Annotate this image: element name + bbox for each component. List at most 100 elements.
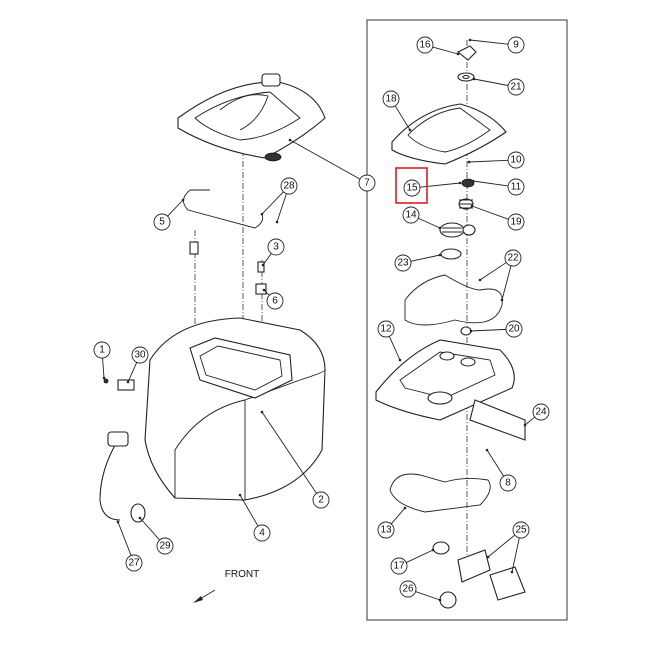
callout-number: 5	[159, 217, 165, 228]
callout-number: 12	[380, 324, 392, 335]
callout-bubble	[358, 174, 376, 192]
callout-bubble	[266, 292, 284, 310]
callout-number: 17	[393, 561, 405, 572]
callout-15: 15	[395, 167, 462, 204]
callout-1: 1	[93, 341, 111, 380]
callout-bubble	[507, 36, 525, 54]
leader-line	[127, 362, 138, 383]
callout-11: 11	[471, 178, 525, 196]
callout-28: 28	[260, 177, 298, 224]
callout-number: 27	[128, 558, 140, 569]
highlight-box	[395, 167, 428, 204]
leader-arrowhead	[438, 253, 442, 257]
leader-line	[479, 262, 507, 281]
callout-30: 30	[126, 346, 149, 384]
leader-arrowhead	[523, 423, 527, 427]
callout-bubble	[93, 341, 111, 359]
leader-arrowhead	[116, 520, 120, 524]
leader-arrowhead	[260, 410, 264, 414]
callout-number: 8	[505, 478, 511, 489]
callout-2: 2	[260, 410, 330, 509]
leader-arrowhead	[510, 570, 514, 574]
leader-arrowhead	[408, 128, 412, 132]
leader-line	[167, 199, 184, 217]
leader-arrowhead	[238, 493, 242, 497]
leader-arrowhead	[126, 380, 130, 384]
callout-number: 3	[273, 242, 279, 253]
callout-number: 25	[515, 525, 527, 536]
leader-arrowhead	[181, 198, 185, 202]
callout-bubble	[403, 179, 421, 197]
leader-line	[410, 254, 441, 262]
leader-line	[470, 328, 507, 332]
leader-line	[102, 357, 105, 379]
leader-arrowhead	[478, 278, 482, 282]
callout-bubble	[504, 249, 522, 267]
leader-arrowhead	[486, 555, 490, 559]
callout-bubble	[153, 213, 171, 231]
leader-arrowhead	[102, 376, 106, 380]
callout-bubble	[267, 238, 285, 256]
leader-line	[472, 180, 509, 187]
leader-arrowhead	[438, 598, 442, 602]
top-cover	[177, 81, 326, 159]
leader-line	[471, 205, 509, 220]
callout-number: 14	[405, 210, 417, 221]
leader-line	[418, 217, 441, 229]
callout-number: 1	[99, 345, 105, 356]
leader-line	[388, 336, 401, 361]
leader-line	[139, 517, 161, 541]
detail-frame	[366, 19, 568, 621]
callout-number: 23	[397, 258, 409, 269]
callout-number: 13	[380, 525, 392, 536]
callout-25: 25	[486, 521, 530, 574]
leader-arrowhead	[398, 358, 402, 362]
callout-number: 22	[507, 253, 519, 264]
leader-arrowhead	[471, 179, 475, 183]
leader-line	[289, 139, 361, 180]
callout-16: 16	[416, 36, 460, 56]
callout-bubble	[507, 151, 525, 169]
callout-5: 5	[153, 198, 185, 231]
leader-line	[390, 507, 406, 525]
leader-arrowhead	[470, 204, 474, 208]
callout-19: 19	[470, 204, 525, 231]
leader-line	[486, 449, 505, 477]
callout-number: 9	[513, 40, 519, 51]
callout-23: 23	[394, 253, 442, 272]
leader-line	[239, 494, 259, 527]
callout-7: 7	[288, 138, 376, 192]
callout-bubble	[499, 474, 517, 492]
callout-bubble	[253, 524, 271, 542]
callout-bubble	[507, 213, 525, 231]
callout-number: 19	[510, 217, 522, 228]
left-assembly: FRONT	[99, 73, 326, 603]
callout-bubble	[512, 521, 530, 539]
leader-arrowhead	[469, 329, 473, 333]
callout-number: 4	[259, 528, 265, 539]
callout-9: 9	[468, 36, 525, 54]
leader-line	[511, 537, 520, 573]
callout-bubble	[394, 254, 412, 272]
callout-26: 26	[399, 580, 442, 602]
callout-13: 13	[377, 506, 407, 539]
leader-arrowhead	[138, 516, 142, 520]
leader-arrowhead	[431, 548, 435, 552]
callout-bubble	[532, 403, 550, 421]
leader-line	[487, 534, 516, 558]
leader-line	[406, 549, 434, 564]
callout-number: 21	[510, 82, 522, 93]
callout-22: 22	[478, 249, 522, 302]
callout-number: 28	[283, 181, 295, 192]
leader-arrowhead	[438, 226, 442, 230]
callout-number: 11	[511, 182, 522, 193]
leader-arrowhead	[288, 138, 292, 142]
leader-arrowhead	[403, 506, 407, 510]
leader-line	[262, 253, 272, 266]
callout-number: 29	[159, 541, 171, 552]
callout-bubble	[156, 537, 174, 555]
callout-number: 2	[318, 495, 324, 506]
callout-number: 24	[535, 407, 547, 418]
leader-arrowhead	[500, 298, 504, 302]
